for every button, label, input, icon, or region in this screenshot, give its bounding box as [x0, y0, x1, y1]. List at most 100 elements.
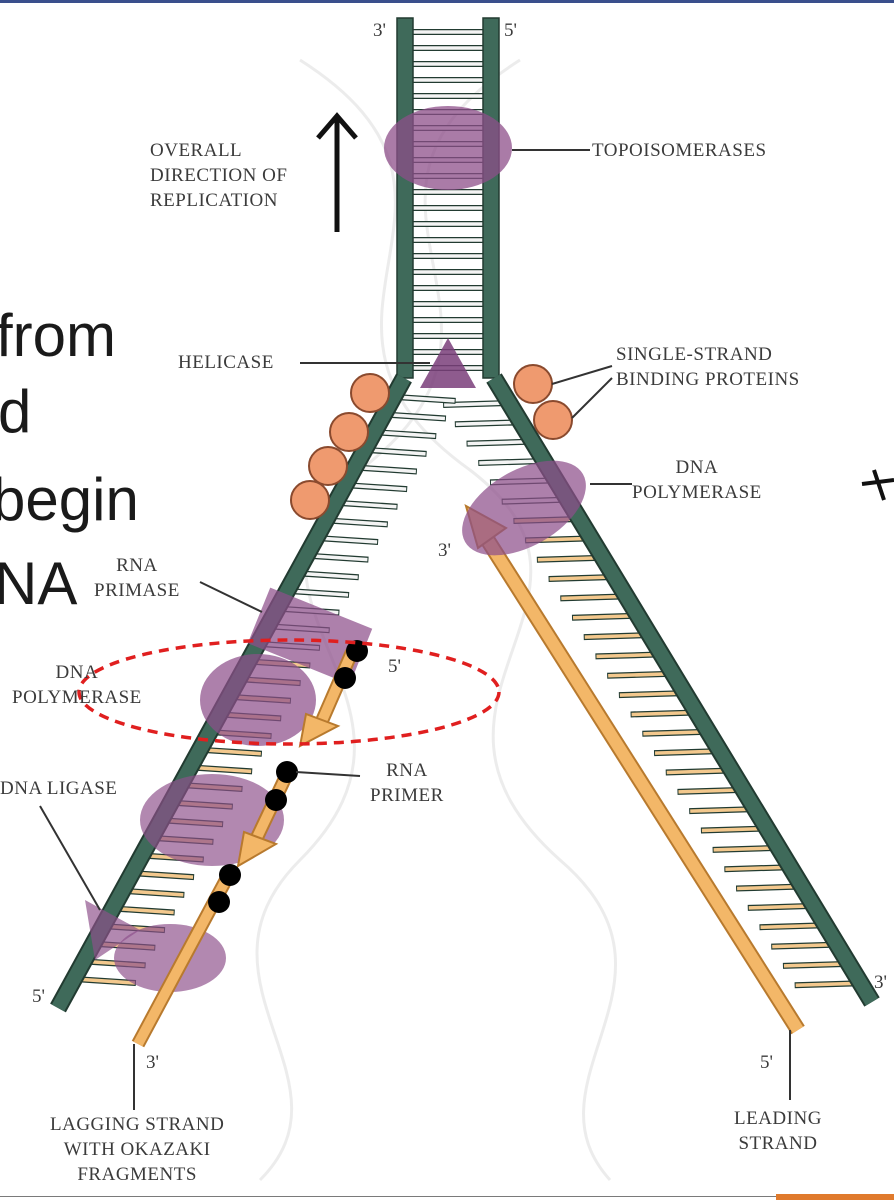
- base-pair-rung: [783, 962, 848, 968]
- label-rna-primer: RNA PRIMER: [370, 760, 444, 806]
- slide-text-line: begin: [0, 466, 139, 533]
- base-pair-rung: [537, 555, 602, 562]
- label-lagging-strand: LAGGING STRAND WITH OKAZAKI FRAGMENTS: [50, 1114, 225, 1185]
- ssb-protein: [513, 364, 553, 404]
- highlight-ellipse: [77, 638, 501, 746]
- end-marker: 5': [388, 656, 401, 677]
- label-leading-strand: LEADING STRAND: [734, 1108, 822, 1154]
- ssb-protein: [308, 446, 348, 486]
- leading-strand-rungs: [443, 399, 861, 989]
- base-pair-rung: [200, 747, 261, 756]
- base-pair-rung: [297, 571, 358, 580]
- base-pair-rung: [326, 518, 387, 527]
- base-pair-rung: [191, 765, 252, 774]
- base-pair-rung: [713, 846, 778, 852]
- base-pair-rung: [631, 710, 696, 717]
- label-dna-ligase: DNA LIGASE: [0, 778, 118, 799]
- base-pair-rung: [316, 536, 378, 544]
- base-pair-rung: [643, 730, 708, 736]
- rna-primer-dot: [208, 891, 230, 913]
- lower-enzyme-tail: [85, 900, 140, 960]
- end-marker: 3': [438, 540, 451, 561]
- parental-strand-right: [482, 17, 500, 379]
- rna-primer-dot: [219, 864, 241, 886]
- helicase-shape: [420, 338, 476, 388]
- base-pair-rung: [455, 420, 520, 427]
- base-pair-rung: [467, 439, 532, 446]
- leading-new-strand-fill: [474, 524, 804, 1034]
- end-marker: 3': [874, 972, 887, 993]
- parental-strand-left: [396, 17, 414, 379]
- end-marker: 5': [760, 1052, 773, 1073]
- label-helicase: HELICASE: [178, 352, 274, 373]
- base-pair-rung: [74, 977, 136, 985]
- footer-accent-bar: [776, 1194, 894, 1200]
- base-pair-rung: [336, 500, 397, 509]
- base-pair-rung: [725, 865, 790, 871]
- base-pair-rung: [123, 889, 184, 897]
- base-pair-rung: [355, 465, 416, 474]
- base-pair-rung: [596, 652, 661, 659]
- base-pair-rung: [748, 904, 813, 910]
- base-pair-rung: [584, 633, 649, 639]
- label-overall-direction: OVERALL DIRECTION OF REPLICATION: [150, 140, 288, 211]
- end-marker: 5': [32, 986, 45, 1007]
- slide-text-line: NA: [0, 550, 78, 617]
- label-dna-polymerase-leading: DNA POLYMERASE: [632, 457, 762, 503]
- base-pair-rung: [444, 401, 509, 407]
- base-pair-rung: [701, 826, 766, 833]
- ssb-protein: [533, 400, 573, 440]
- end-marker: 5': [504, 20, 517, 41]
- rna-primer-dot: [265, 789, 287, 811]
- base-pair-rung: [619, 691, 684, 697]
- label-topoisomerases: TOPOISOMERASES: [592, 140, 767, 161]
- label-dna-polymerase-lagging: DNA POLYMERASE: [12, 662, 142, 708]
- base-pair-rung: [572, 613, 638, 620]
- topoisomerase-blob: [384, 106, 512, 190]
- label-rna-primase: RNA PRIMASE: [94, 555, 180, 601]
- base-pair-rung: [690, 807, 755, 813]
- base-pair-rung: [795, 981, 860, 988]
- base-pair-rung: [737, 884, 802, 891]
- leading-dna-polymerase: [462, 460, 586, 556]
- base-pair-rung: [132, 871, 194, 879]
- base-pair-rung: [561, 594, 626, 601]
- label-ssb: SINGLE-STRAND BINDING PROTEINS: [616, 344, 800, 390]
- base-pair-rung: [549, 575, 614, 581]
- okazaki-fragment-1-fill: [313, 650, 357, 732]
- rna-primer-dots: [208, 640, 368, 913]
- rna-primer-dot: [276, 761, 298, 783]
- ssb-protein: [290, 480, 330, 520]
- base-pair-rung: [375, 430, 436, 438]
- footer-line: [0, 1196, 776, 1197]
- edge-star-mark: [861, 469, 894, 501]
- ssb-protein: [350, 373, 390, 413]
- direction-arrow: [316, 112, 358, 232]
- okazaki-fragment-2-fill: [247, 769, 293, 851]
- base-pair-rung: [384, 412, 446, 421]
- end-marker: 3': [146, 1052, 159, 1073]
- base-pair-rung: [479, 459, 544, 465]
- base-pair-rung: [365, 448, 426, 456]
- base-pair-rung: [287, 589, 349, 597]
- base-pair-rung: [307, 553, 368, 562]
- base-pair-rung: [346, 483, 407, 491]
- base-pair-rung: [608, 672, 673, 678]
- base-pair-rung: [666, 768, 731, 775]
- base-pair-rung: [678, 788, 743, 794]
- base-pair-rung: [654, 749, 720, 755]
- lagging-dna-polymerase: [200, 654, 316, 746]
- rna-primer-dot: [334, 667, 356, 689]
- slide-text-line: from: [0, 302, 116, 369]
- rna-primer-dot: [346, 640, 368, 662]
- ssb-protein: [329, 412, 369, 452]
- slide-text-line: d: [0, 378, 32, 445]
- ssb-proteins: [290, 364, 573, 520]
- leader-lines: [39, 149, 791, 1110]
- okazaki-arrow-1: [298, 712, 341, 748]
- base-pair-rung: [113, 906, 174, 915]
- base-pair-rung: [394, 395, 455, 403]
- base-pair-rung: [760, 923, 825, 929]
